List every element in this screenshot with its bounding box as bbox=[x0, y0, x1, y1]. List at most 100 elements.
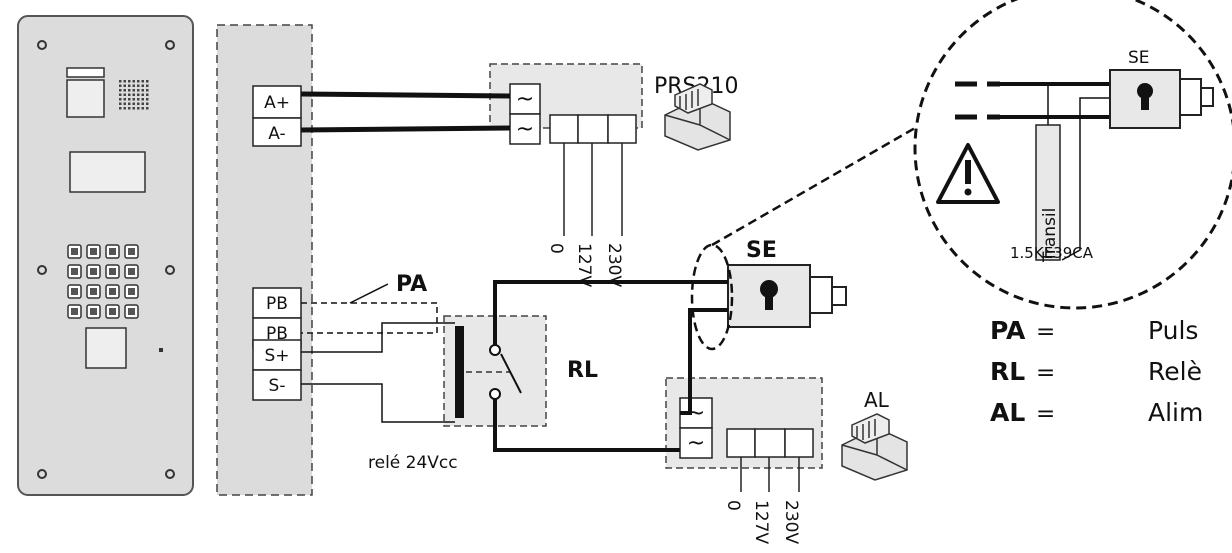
grille-dot bbox=[141, 98, 144, 101]
grille-dot bbox=[141, 102, 144, 105]
prs210-voltage-127: 127V bbox=[574, 243, 594, 287]
grille-dot bbox=[119, 98, 122, 101]
legend-key: RL bbox=[990, 357, 1025, 386]
relay-rl: RL bbox=[443, 315, 598, 427]
panel-screw bbox=[37, 40, 47, 50]
grille-dot bbox=[132, 98, 135, 101]
terminal-a-plus: A+ bbox=[252, 85, 302, 119]
grille-dot bbox=[132, 93, 135, 96]
legend-value: Alim bbox=[1148, 398, 1203, 427]
card-reader bbox=[85, 327, 127, 369]
legend-equals: = bbox=[1036, 401, 1055, 427]
transil-label: Transil bbox=[1040, 208, 1060, 263]
keypad-key-glyph bbox=[90, 288, 97, 295]
grille-dot bbox=[132, 107, 135, 110]
terminal-a-minus-label: A- bbox=[268, 124, 285, 144]
relay-rl-label: RL bbox=[567, 358, 598, 383]
transil-part-label: 1.5KE39CA bbox=[1010, 244, 1094, 262]
grille-dot bbox=[128, 89, 131, 92]
grille-dot bbox=[123, 80, 126, 83]
grille-dot bbox=[146, 89, 149, 92]
keypad-key-glyph bbox=[109, 288, 116, 295]
transil-detail: Transil 1.5KE39CA SE bbox=[913, 0, 1232, 310]
relay-spec-label: relé 24Vcc bbox=[368, 453, 458, 473]
grille-dot bbox=[146, 80, 149, 83]
grille-dot bbox=[141, 107, 144, 110]
grille-dot bbox=[141, 80, 144, 83]
panel-screw bbox=[37, 469, 47, 479]
wiring bbox=[300, 91, 728, 452]
grille-dot bbox=[146, 102, 149, 105]
terminal-s-plus-label: S+ bbox=[264, 346, 289, 366]
grille-dot bbox=[146, 93, 149, 96]
grille-dot bbox=[128, 84, 131, 87]
keypad-key-glyph bbox=[128, 288, 135, 295]
intercom-panel bbox=[17, 15, 194, 496]
terminal-s-minus: S- bbox=[252, 369, 302, 401]
keypad-key-glyph bbox=[71, 268, 78, 275]
keypad-key-glyph bbox=[109, 248, 116, 255]
terminal-pb-1: PB bbox=[252, 287, 302, 319]
din-rail-module-icon bbox=[841, 413, 908, 481]
ac-symbol: ~ bbox=[687, 431, 705, 456]
terminal-a-plus-label: A+ bbox=[264, 93, 290, 113]
keypad-key-glyph bbox=[128, 248, 135, 255]
legend-key: PA bbox=[990, 316, 1026, 345]
grille-dot bbox=[123, 84, 126, 87]
grille-dot bbox=[123, 89, 126, 92]
warning-icon bbox=[936, 143, 1000, 204]
al-voltage-0: 0 bbox=[723, 500, 743, 511]
keypad-key-glyph bbox=[90, 308, 97, 315]
prs210-voltage-0: 0 bbox=[546, 243, 566, 254]
detail-connector-line bbox=[711, 126, 916, 247]
camera-slot bbox=[66, 67, 105, 78]
al-power-supply: ~ ~ 0 127V 230V AL bbox=[665, 377, 890, 544]
se-detail-label: SE bbox=[1128, 48, 1150, 68]
grille-dot bbox=[146, 84, 149, 87]
keypad-key-glyph bbox=[128, 268, 135, 275]
legend-value: Puls bbox=[1148, 316, 1198, 345]
legend-value: Relè bbox=[1148, 357, 1202, 386]
al-label: AL bbox=[864, 388, 890, 412]
grille-dot bbox=[119, 93, 122, 96]
grille-dot bbox=[128, 93, 131, 96]
legend-row: AL=Alim bbox=[990, 398, 1203, 427]
panel-screw bbox=[37, 265, 47, 275]
legend-equals: = bbox=[1036, 319, 1055, 345]
grille-dot bbox=[137, 89, 140, 92]
pa-label: PA bbox=[396, 272, 427, 297]
grille-dot bbox=[123, 107, 126, 110]
transil-component bbox=[1035, 124, 1061, 261]
indicator-led bbox=[159, 348, 163, 352]
grille-dot bbox=[128, 80, 131, 83]
terminal-s-minus-label: S- bbox=[269, 376, 286, 396]
keypad-key-glyph bbox=[71, 308, 78, 315]
ac-symbol: ~ bbox=[516, 117, 534, 142]
grille-dot bbox=[132, 80, 135, 83]
keypad-key-glyph bbox=[90, 248, 97, 255]
grille-dot bbox=[123, 93, 126, 96]
grille-dot bbox=[141, 93, 144, 96]
se-label: SE bbox=[746, 238, 777, 263]
speaker-grille bbox=[119, 80, 149, 110]
grille-dot bbox=[119, 84, 122, 87]
grille-dot bbox=[146, 98, 149, 101]
terminal-pb-1-label: PB bbox=[266, 294, 288, 314]
grille-dot bbox=[123, 102, 126, 105]
relay-contact bbox=[489, 388, 501, 400]
keypad-key-glyph bbox=[128, 308, 135, 315]
grille-dot bbox=[123, 98, 126, 101]
grille-dot bbox=[128, 102, 131, 105]
al-voltage-230: 230V bbox=[781, 500, 801, 544]
legend-row: RL=Relè bbox=[990, 357, 1202, 386]
keypad-key-glyph bbox=[90, 268, 97, 275]
camera-window bbox=[66, 79, 105, 118]
grille-dot bbox=[119, 107, 122, 110]
grille-dot bbox=[132, 89, 135, 92]
panel-screw bbox=[165, 40, 175, 50]
detail-marker-ellipse bbox=[690, 243, 734, 351]
din-rail-module-icon bbox=[664, 83, 731, 151]
grille-dot bbox=[137, 102, 140, 105]
